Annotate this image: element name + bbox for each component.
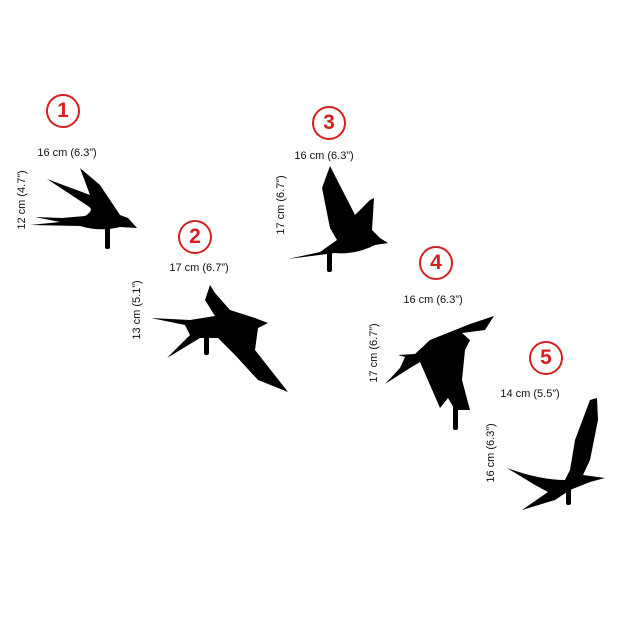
height-label: 17 cm (6.7”): [275, 175, 287, 235]
bird-1-silhouette: [30, 168, 137, 249]
width-label: 17 cm (6.7”): [169, 262, 229, 274]
bird-5-silhouette: [507, 398, 605, 510]
bird-4-silhouette: [385, 316, 494, 430]
width-label: 16 cm (6.3”): [294, 150, 354, 162]
height-label: 12 cm (4.7”): [16, 170, 28, 230]
width-label: 14 cm (5.5”): [500, 388, 560, 400]
bird-number-badge: 2: [178, 220, 212, 254]
height-label: 13 cm (5.1”): [131, 280, 143, 340]
width-label: 16 cm (6.3”): [403, 294, 463, 306]
width-label: 16 cm (6.3”): [37, 147, 97, 159]
bird-3-silhouette: [288, 166, 388, 272]
height-label: 16 cm (6.3”): [485, 423, 497, 483]
bird-number-badge: 1: [46, 94, 80, 128]
height-label: 17 cm (6.7”): [368, 323, 380, 383]
bird-2-silhouette: [151, 285, 288, 392]
bird-number-badge: 5: [529, 341, 563, 375]
bird-number-badge: 3: [312, 106, 346, 140]
bird-number-badge: 4: [419, 246, 453, 280]
